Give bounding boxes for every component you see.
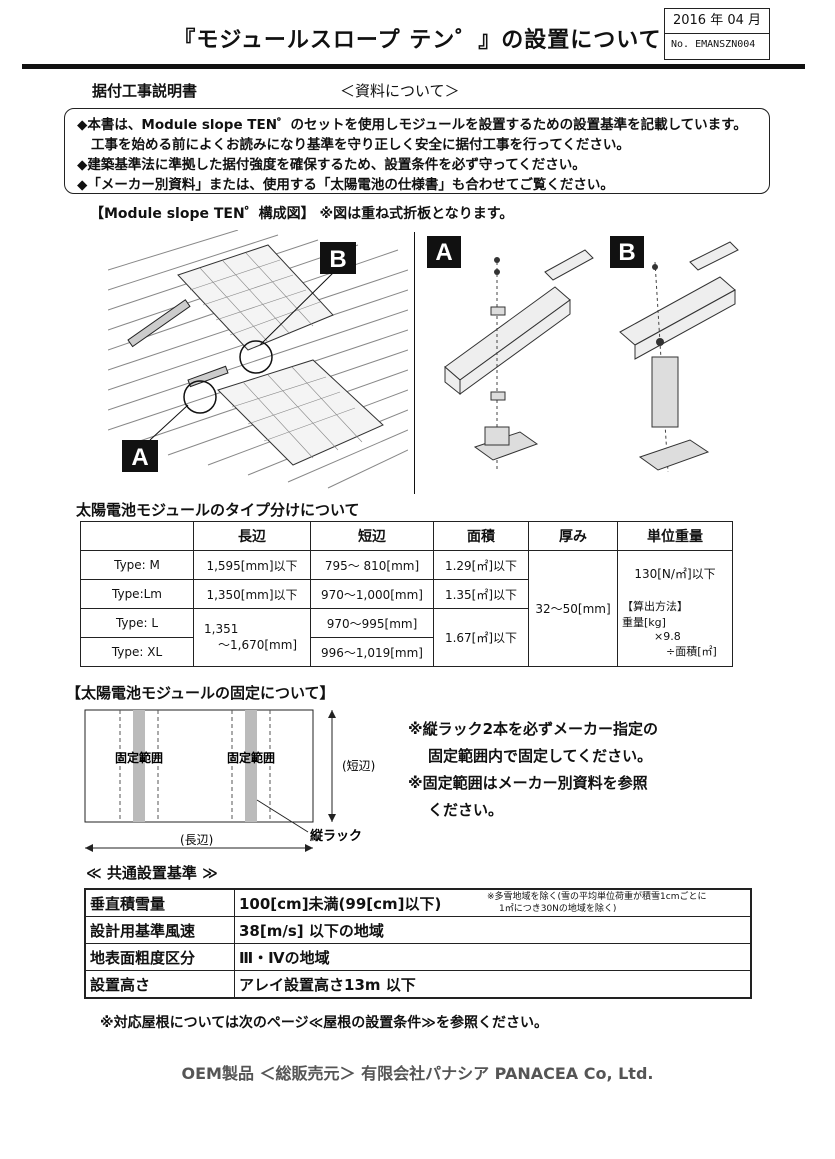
area-cell: 1.35[㎡]以下 xyxy=(433,579,529,609)
notes-box: ◆本書は、Module slope TEN゜のセットを使用しモジュールを設置する… xyxy=(64,108,770,194)
criteria-title: ≪ 共通設置基準 ≫ xyxy=(86,864,218,882)
fixing-title: 【太陽電池モジュールの固定について】 xyxy=(66,684,335,702)
detail-a-figure: A xyxy=(427,236,594,472)
table-row: 設計用基準風速 38[m/s] 以下の地域 xyxy=(84,916,752,944)
short-cell: 970～1,000[mm] xyxy=(310,579,434,609)
document-number: No. EMANSZN004 xyxy=(671,39,756,50)
header-area: 面積 xyxy=(433,521,529,551)
date-box: 2016 年 04 月 No. EMANSZN004 xyxy=(664,8,770,60)
long-cell: 1,595[mm]以下 xyxy=(193,550,311,580)
criteria-label: 設計用基準風速 xyxy=(84,916,235,944)
page-title: 『モジュールスロープ テン゜』の設置について xyxy=(173,28,662,53)
criteria-label: 地表面粗度区分 xyxy=(84,943,235,971)
criteria-value: 100[cm]未満(99[cm]以下) ※多雪地域を除く(雪の平均単位荷重が積雪… xyxy=(234,888,752,917)
fixing-note: ※固定範囲はメーカー別資料を参照 xyxy=(408,774,648,792)
long-cell: 1,350[mm]以下 xyxy=(193,579,311,609)
criteria-footnote-line2: 1㎡につき30Nの地域を除く) xyxy=(499,904,617,914)
long-cell-line1: 1,351 xyxy=(204,622,239,636)
fixing-diagram: 固定範囲 固定範囲 (短辺) (長辺) 縦ラック xyxy=(84,709,375,852)
detail-b-figure: B xyxy=(610,236,739,473)
manual-heading: 据付工事説明書 xyxy=(92,82,198,100)
short-side-label: (短辺) xyxy=(342,759,375,773)
manual-subtitle: ＜資料について＞ xyxy=(340,82,460,100)
fixing-note: ※縦ラック2本を必ずメーカー指定の xyxy=(408,720,659,738)
calc-line: ÷面積[㎡] xyxy=(666,645,717,658)
header-rule xyxy=(22,64,805,69)
fixing-note: 固定範囲内で固定してください。 xyxy=(428,747,653,765)
area-cell: 1.67[㎡]以下 xyxy=(433,608,529,667)
figure-divider xyxy=(414,232,415,494)
figure-title: 【Module slope TEN゜構成図】 ※図は重ね式折板となります。 xyxy=(90,206,514,222)
criteria-footnote-text: ※対応屋根については次のページ≪屋根の設置条件≫を参照ください。 xyxy=(100,1015,548,1031)
header-unit-weight: 単位重量 xyxy=(617,521,733,551)
type-table-title: 太陽電池モジュールのタイプ分けについて xyxy=(76,501,360,519)
rack-label: 縦ラック xyxy=(310,828,362,844)
criteria-table: 垂直積雪量 100[cm]未満(99[cm]以下) ※多雪地域を除く(雪の平均単… xyxy=(84,888,752,999)
table-row: 地表面粗度区分 Ⅲ・Ⅳの地域 xyxy=(84,943,752,971)
long-cell-merged: 1,351 ～1,670[mm] xyxy=(193,608,311,667)
criteria-value: Ⅲ・Ⅳの地域 xyxy=(234,943,752,971)
figure-label-b: B xyxy=(329,246,346,273)
range-label: 固定範囲 xyxy=(227,750,275,765)
type-cell: Type:Lm xyxy=(80,579,194,609)
calc-method-label: 【算出方法】 xyxy=(622,600,688,613)
note-line: 工事を始める前によくお読みになり基準を守り正しく安全に据付工事を行ってください。 xyxy=(91,137,630,153)
svg-text:B: B xyxy=(618,239,635,266)
area-cell: 1.29[㎡]以下 xyxy=(433,550,529,580)
criteria-value-text: 100[cm]未満(99[cm]以下) xyxy=(239,894,442,913)
short-cell: 970～995[mm] xyxy=(310,608,434,638)
long-cell-line2: ～1,670[mm] xyxy=(218,638,298,652)
range-label: 固定範囲 xyxy=(115,750,163,765)
long-side-label: (長辺) xyxy=(180,833,213,847)
thickness-cell: 32～50[mm] xyxy=(528,550,618,667)
table-row: 垂直積雪量 100[cm]未満(99[cm]以下) ※多雪地域を除く(雪の平均単… xyxy=(84,888,752,917)
table-row: Type:Lm 1,350[mm]以下 970～1,000[mm] 1.35[㎡… xyxy=(80,579,733,609)
header-short-side: 短辺 xyxy=(310,521,434,551)
criteria-label: 垂直積雪量 xyxy=(84,888,235,917)
type-cell: Type: M xyxy=(80,550,194,580)
table-row: Type: M 1,595[mm]以下 795～ 810[mm] 1.29[㎡]… xyxy=(80,550,733,667)
figure-label-a: A xyxy=(131,444,148,471)
footer-company: OEM製品 ＜総販売元＞ 有限会社パナシア PANACEA Co, Ltd. xyxy=(181,1064,654,1083)
note-line: ◆「メーカー別資料」または、使用する「太陽電池の仕様書」も合わせてご覧ください。 xyxy=(77,177,614,193)
header-thickness: 厚み xyxy=(528,521,618,551)
criteria-label: 設置高さ xyxy=(84,970,235,999)
type-cell: Type: L xyxy=(80,608,194,638)
fixing-note: ください。 xyxy=(428,801,504,819)
criteria-value: 38[m/s] 以下の地域 xyxy=(234,916,752,944)
criteria-value: アレイ設置高さ13m 以下 xyxy=(234,970,752,999)
table-row: 設置高さ アレイ設置高さ13m 以下 xyxy=(84,970,752,999)
table-row: Type: L 1,351 ～1,670[mm] 970～995[mm] 1.6… xyxy=(80,608,733,667)
short-cell: 795～ 810[mm] xyxy=(310,550,434,580)
module-type-table: 長辺 短辺 面積 厚み 単位重量 Type: M 1,595[mm]以下 795… xyxy=(80,521,733,667)
criteria-footnote-line1: ※多雪地域を除く(雪の平均単位荷重が積雪1cmごとに xyxy=(487,892,707,902)
issue-date: 2016 年 04 月 xyxy=(665,9,769,34)
unit-weight-cell: 130[N/㎡]以下 【算出方法】 重量[kg] ×9.8 ÷面積[㎡] xyxy=(617,550,733,667)
calc-line: 重量[kg] xyxy=(622,616,666,629)
short-cell: 996～1,019[mm] xyxy=(310,637,434,667)
header-blank xyxy=(80,521,194,551)
note-line: ◆建築基準法に準拠した据付強度を確保するため、設置条件を必ず守ってください。 xyxy=(77,157,586,173)
type-cell: Type: XL xyxy=(80,637,194,667)
calc-line: ×9.8 xyxy=(654,630,681,643)
header-long-side: 長辺 xyxy=(193,521,311,551)
roof-overview-figure: B A xyxy=(108,230,408,489)
svg-text:A: A xyxy=(435,239,452,266)
note-line: ◆本書は、Module slope TEN゜のセットを使用しモジュールを設置する… xyxy=(77,117,747,133)
unit-weight-value: 130[N/㎡]以下 xyxy=(634,567,716,581)
table-row: Type: XL 996～1,019[mm] xyxy=(80,637,733,667)
criteria-footnote: ※多雪地域を除く(雪の平均単位荷重が積雪1cmごとに 1㎡につき30Nの地域を除… xyxy=(487,891,707,915)
